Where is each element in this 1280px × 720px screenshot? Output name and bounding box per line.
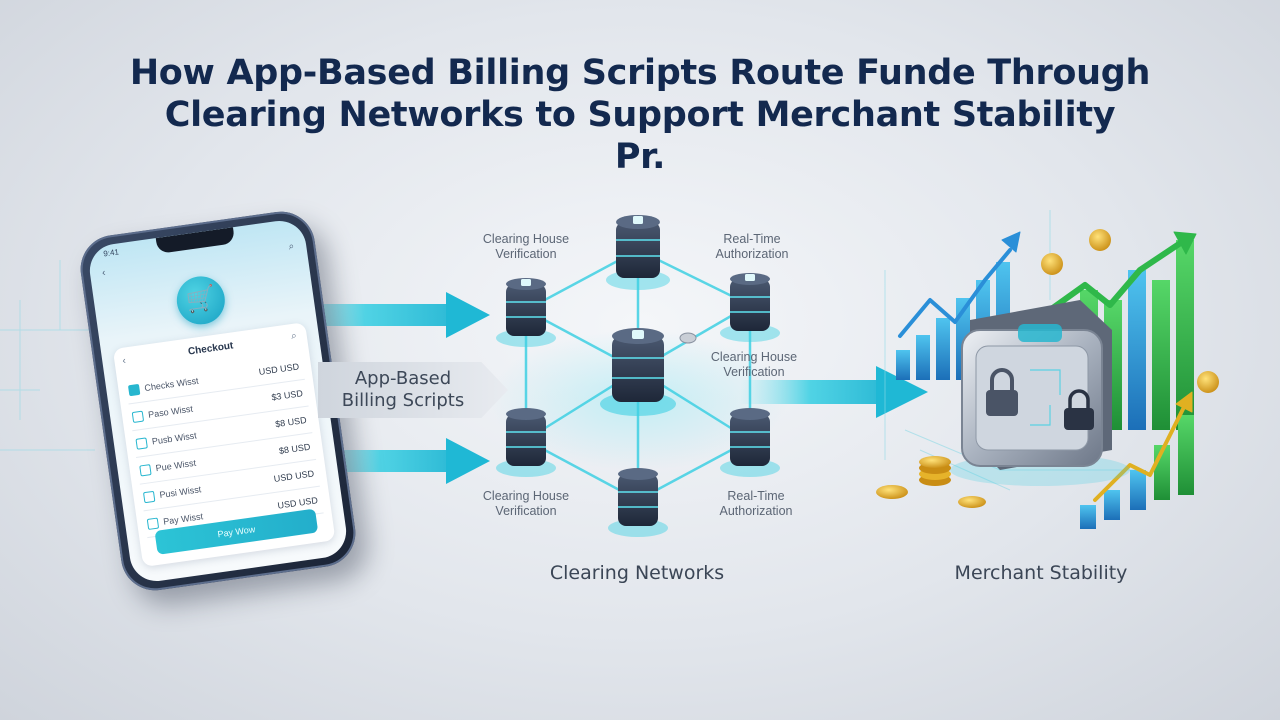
lock-icon (633, 216, 643, 224)
item-value: $8 USD (278, 441, 311, 456)
label-line: Verification (495, 247, 557, 261)
title-line-2: Clearing Networks to Support Merchant St… (164, 95, 1116, 135)
back-arrow-icon[interactable]: ‹ (101, 267, 107, 279)
coin-icon (679, 332, 697, 344)
clearing-networks-label: Clearing Networks (549, 562, 725, 584)
coin-icon (876, 229, 1219, 508)
padlock-icon (986, 368, 1094, 430)
label-line: Verification (495, 504, 557, 518)
server-node-lower-left (496, 408, 556, 477)
checkout-items: Checks Wisst USD USD Paso Wisst $3 USD P… (124, 352, 324, 539)
status-time: 9:41 (102, 247, 120, 259)
trend-arrow-icon (898, 231, 1197, 502)
phone-screen: 9:41 ‹ ⌕ 🛒 ‹ Checkout ⌕ Checks Wisst USD… (86, 217, 350, 585)
item-value: $3 USD (270, 388, 304, 403)
item-value: USD USD (276, 495, 319, 511)
item-icon (146, 517, 160, 530)
item-label: Pusb Wisst (151, 430, 198, 447)
server-node-lower-right (720, 408, 780, 477)
cart-icon: 🛒 (173, 273, 228, 328)
search-icon[interactable]: ⌕ (287, 240, 295, 253)
network-label-realtime-bottom-right: Real-Time Authorization (696, 489, 816, 519)
item-icon (142, 490, 156, 504)
title-line-3: Pr. (614, 137, 666, 177)
label-line: Real-Time (727, 489, 785, 503)
page-title: How App-Based Billing Scripts Route Fund… (0, 52, 1280, 178)
billing-scripts-line-1: App-Based (354, 368, 452, 389)
title-line-1: How App-Based Billing Scripts Route Fund… (129, 53, 1151, 93)
label-line: Authorization (719, 504, 793, 518)
phone-notch (155, 227, 236, 254)
billing-scripts-line-2: Billing Scripts (341, 390, 465, 411)
billing-scripts-tag: App-Based Billing Scripts (318, 362, 508, 418)
label-line: Clearing House (482, 232, 570, 246)
item-label: Pusi Wisst (158, 484, 202, 501)
label-line: Real-Time (723, 232, 781, 246)
label-line: Authorization (715, 247, 789, 261)
label-line: Verification (723, 365, 785, 379)
item-label: Pue Wisst (155, 457, 197, 474)
item-icon (135, 437, 148, 450)
item-icon (131, 410, 145, 424)
checkout-title: Checkout (187, 340, 235, 358)
item-value: USD USD (273, 468, 315, 484)
server-node-top (606, 215, 670, 290)
server-node-bottom (608, 468, 668, 537)
item-label: Paso Wisst (147, 403, 194, 420)
network-label-clearing-top-left: Clearing House Verification (466, 232, 586, 262)
server-node-center (600, 328, 676, 416)
label-line: Clearing House (710, 350, 798, 364)
server-node-upper-right (720, 273, 780, 342)
item-label: Checks Wisst (143, 375, 200, 394)
network-label-realtime-top-right: Real-Time Authorization (692, 232, 812, 262)
server-node-upper-left (496, 278, 556, 347)
safe-icon (950, 300, 1130, 486)
item-value: USD USD (258, 361, 300, 377)
merchant-stability-label: Merchant Stability (954, 562, 1128, 584)
item-value: $8 USD (274, 414, 308, 430)
item-icon (127, 383, 141, 397)
network-label-clearing-bottom-left: Clearing House Verification (466, 489, 586, 519)
item-icon (139, 464, 152, 477)
back-arrow-icon[interactable]: ‹ (121, 355, 127, 367)
label-line: Clearing House (482, 489, 570, 503)
checkout-card: ‹ Checkout ⌕ Checks Wisst USD USD Paso W… (112, 322, 336, 568)
search-icon[interactable]: ⌕ (290, 330, 298, 343)
network-label-clearing-middle-right: Clearing House Verification (694, 350, 814, 380)
